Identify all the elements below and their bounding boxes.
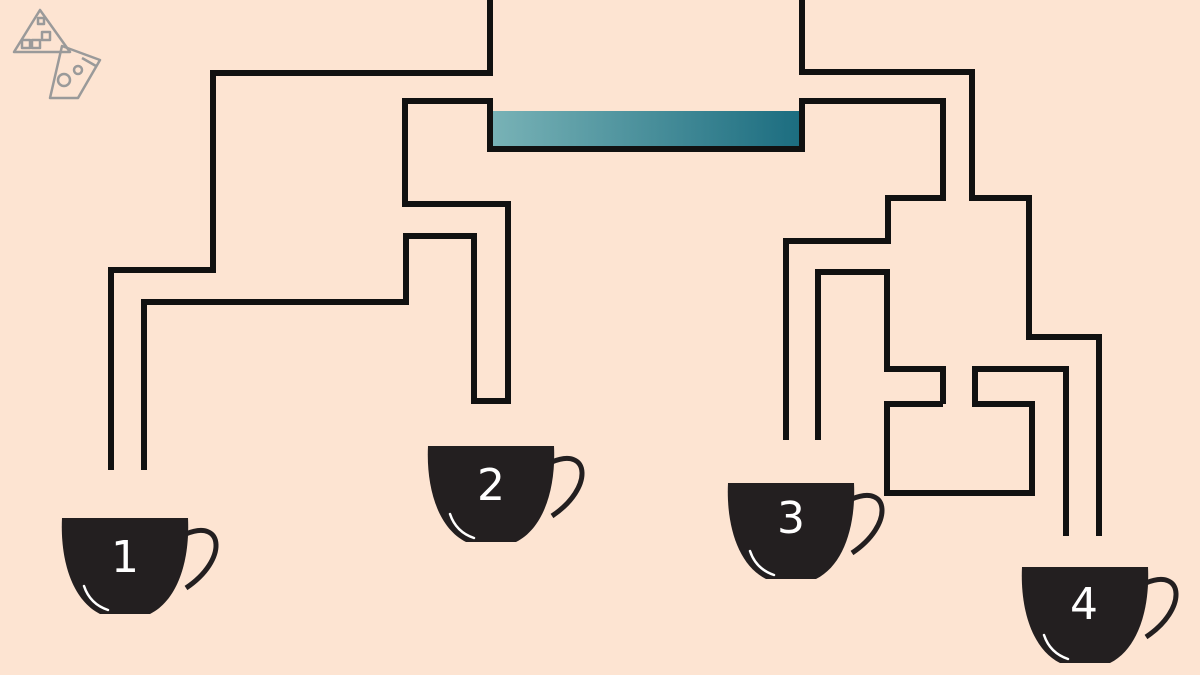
- cup-icon: [427, 446, 585, 542]
- cup-4-label: 4: [1070, 579, 1098, 630]
- cup-4[interactable]: 4: [1021, 567, 1179, 663]
- cup-1-label: 1: [111, 532, 139, 583]
- cup-3-label: 3: [777, 493, 805, 544]
- logo-icon: [12, 8, 102, 100]
- cup-2-label: 2: [477, 460, 505, 511]
- cup-icon: [61, 518, 219, 614]
- cup-1[interactable]: 1: [61, 518, 219, 614]
- liquid-tank: [487, 98, 805, 152]
- pipes-left[interactable]: [108, 0, 511, 470]
- cup-icon: [1021, 567, 1179, 663]
- pipes-right[interactable]: [783, 0, 1102, 536]
- cup-2[interactable]: 2: [427, 446, 585, 542]
- cup-3[interactable]: 3: [727, 483, 885, 579]
- cup-icon: [727, 483, 885, 579]
